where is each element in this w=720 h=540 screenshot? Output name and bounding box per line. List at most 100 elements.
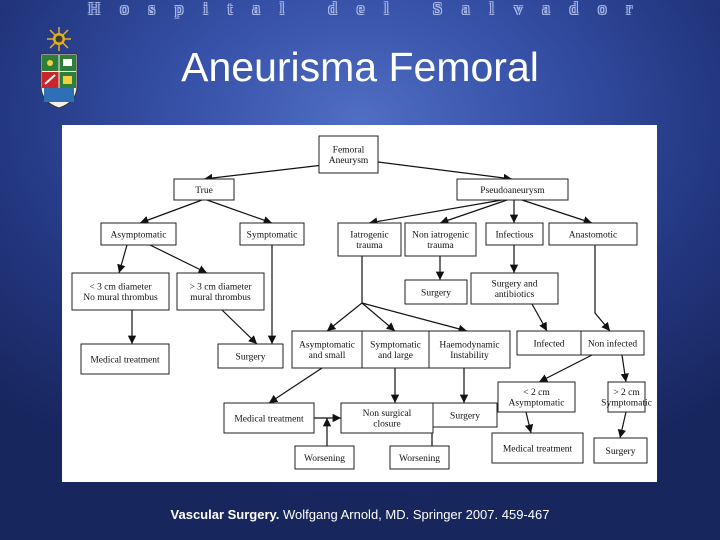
flow-node-asymptomatic: Asymptomatic [100,222,177,246]
flow-node-label: Infected [533,338,564,349]
header-letter: a [542,0,550,18]
flow-arrow [206,199,273,225]
header-letter: p [174,0,184,18]
flow-node-label: > 3 cm diameter [189,283,252,293]
flow-arrow [361,302,396,332]
flow-node-label: trauma [356,241,383,251]
flow-node-label: Surgery [606,447,636,457]
header-letter: t [227,0,233,18]
flow-node-surgery-gt2: Surgery [593,437,648,464]
flow-node-label: Worsening [399,454,440,464]
flow-node-anastomotic: Anastomotic [548,222,638,246]
flow-node-label: > 2 cm [613,388,640,398]
header-letter: i [203,0,208,18]
header-letter: l [279,0,285,18]
flow-node-label: < 3 cm diameter [89,283,152,293]
flow-node-label: Worsening [304,454,345,464]
header-letter: H [88,0,101,18]
flow-arrow [620,354,629,383]
flow-node-label: Symptomatic [370,341,421,351]
header-space [409,0,413,20]
flow-arrow [531,303,548,332]
header-letter: l [489,0,495,18]
sun-emblem-icon [47,27,71,51]
flow-node-label: Instability [450,351,489,361]
flow-node-infected: Infected [516,330,582,356]
flow-node-surgery-non-iat: Surgery [404,279,468,305]
flow-node-surgery-true: Surgery [217,343,284,369]
citation-details: Wolfgang Arnold, MD. Springer 2007. 459-… [279,507,550,522]
flow-arrow [524,411,534,434]
flow-node-medical-treatment-true: Medical treatment [80,343,170,375]
flow-arrow [221,309,258,345]
flow-node-label: and small [309,351,346,361]
citation: Vascular Surgery. Wolfgang Arnold, MD. S… [0,506,720,524]
flow-node-label: Haemodynamic [439,341,499,351]
flow-arrow [617,411,627,439]
header-letter: v [513,0,523,18]
flow-node-pseudoaneurysm: Pseudoaneurysm [456,178,569,201]
flow-arrow [117,244,128,274]
flow-node-worsening-2: Worsening [389,445,450,470]
flow-node-label: Asymptomatic [111,230,167,240]
flow-node-label: Femoral [333,146,365,156]
flow-node-true: True [173,178,235,201]
university-crest-logo [36,24,82,110]
flow-node-label: Medical treatment [503,444,573,454]
flow-node-label: Iatrogenic [350,231,389,241]
header-letter: d [328,0,337,18]
header-letter: a [462,0,470,18]
header-letter: s [148,0,156,18]
flow-node-label: Surgery [450,411,480,421]
flow-node-label: Anastomotic [569,230,618,240]
flow-node-medical-treatment-iat: Medical treatment [223,402,315,434]
flow-arrow [439,199,508,225]
flow-node-label: < 2 cm [523,388,550,398]
flow-node-label: Asymptomatic [509,399,565,409]
header-letter: S [432,0,443,18]
citation-source: Vascular Surgery. [170,507,280,522]
flow-node-label: Non surgical [363,409,412,419]
flow-node-label: Symptomatic [247,230,298,240]
flow-node-label: trauma [427,241,454,251]
flow-node-label: No mural thrombus [83,293,158,303]
flow-node-non-infected: Non infected [580,330,645,356]
header-letter: d [569,0,579,18]
flow-arrow [594,245,611,332]
flow-node-symptomatic: Symptomatic [239,222,305,246]
flow-node-label: Non infected [588,338,638,349]
flow-arrow [268,367,323,404]
flow-node-label: antibiotics [495,290,535,300]
flow-node-label: True [195,186,213,196]
flow-node-surgery-iat: Surgery [432,402,498,428]
flow-node-infectious: Infectious [485,222,544,246]
flow-arrow [149,244,208,274]
flow-node-label: Infectious [496,229,534,240]
header-letter: r [626,0,632,18]
flow-arrow [538,354,593,383]
flow-node-label: Medical treatment [90,355,160,365]
flow-node-label: Non iatrogenic [412,231,469,241]
slide-title: Aneurisma Femoral [181,44,539,90]
flow-arrow [368,199,503,226]
header-letter: e [356,0,365,18]
flow-node-label: mural thrombus [190,293,251,303]
flow-node-label: Aneurysm [329,156,369,166]
header-letter: a [252,0,260,18]
flow-node-label: Medical treatment [234,414,304,424]
header-space [304,0,308,20]
flow-node-label: Pseudoaneurysm [480,186,545,196]
